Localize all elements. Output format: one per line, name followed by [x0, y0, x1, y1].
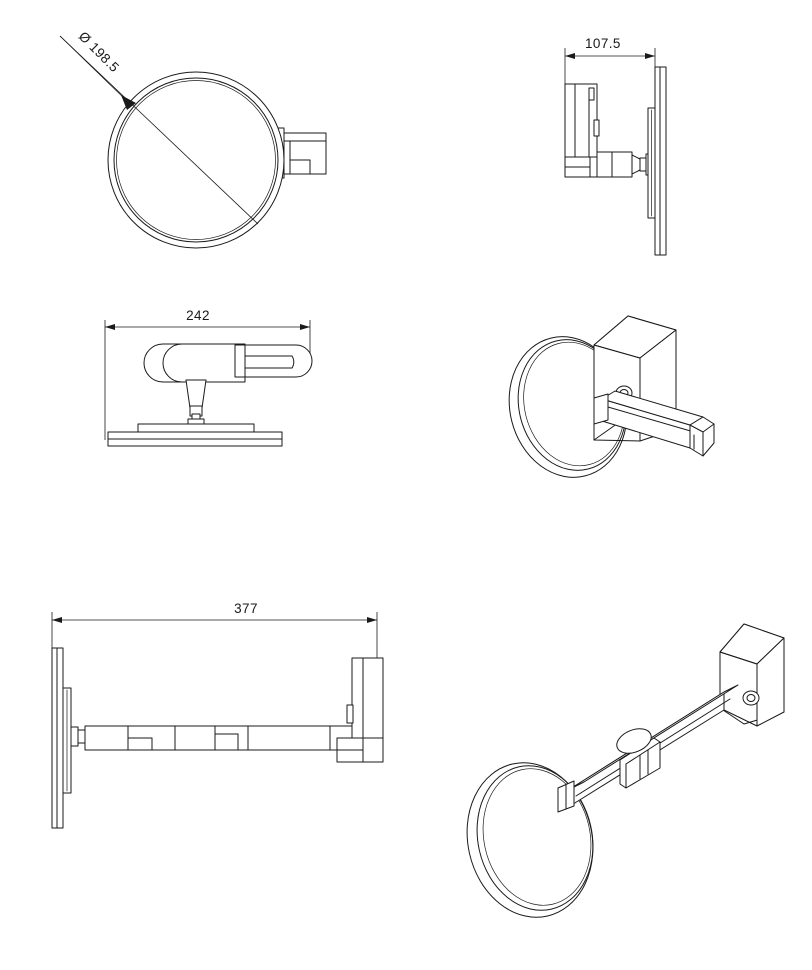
- view-front: Ø 198.5: [59, 29, 327, 249]
- diameter-dimension-label: Ø 198.5: [76, 29, 123, 76]
- mirror-inner-ring: [113, 77, 279, 243]
- side-extended-arm: [84, 725, 353, 751]
- mirror-outer-ring: [107, 71, 285, 249]
- side-folded-arm: [596, 151, 651, 178]
- length-folded-dimension-label: 242: [186, 308, 210, 323]
- length-folded-dimension: [104, 320, 311, 440]
- iso-extended-mirror: [466, 762, 594, 918]
- iso-folded-arm: [601, 390, 715, 457]
- side-extended-pivot: [70, 726, 86, 747]
- side-extended-mirror-profile: [51, 647, 72, 829]
- diameter-dimension: [59, 35, 259, 225]
- iso-extended-wall-block: [719, 623, 785, 727]
- length-extended-dimension-label: 377: [234, 601, 258, 616]
- view-isometric-folded: [508, 315, 715, 478]
- iso-extended-pivot: [557, 780, 575, 813]
- view-isometric-extended: [466, 623, 785, 918]
- view-side-extended: 377: [51, 601, 384, 829]
- side-extended-wall-bracket: [336, 657, 384, 763]
- top-view-mirror-body: [143, 343, 246, 383]
- top-view-post: [185, 379, 207, 426]
- top-view-arm: [234, 344, 313, 378]
- side-folded-mirror-profile: [647, 66, 667, 256]
- iso-folded-pivot: [593, 393, 609, 425]
- view-side-folded: 107.5: [564, 36, 667, 256]
- view-top: 242: [104, 308, 313, 447]
- top-view-base-plate: [107, 423, 283, 447]
- mirror-glass-edge: [116, 80, 276, 240]
- depth-dimension-label: 107.5: [585, 36, 621, 51]
- iso-extended-arm: [569, 684, 739, 807]
- length-extended-dimension: [51, 612, 378, 660]
- depth-dimension: [564, 48, 656, 88]
